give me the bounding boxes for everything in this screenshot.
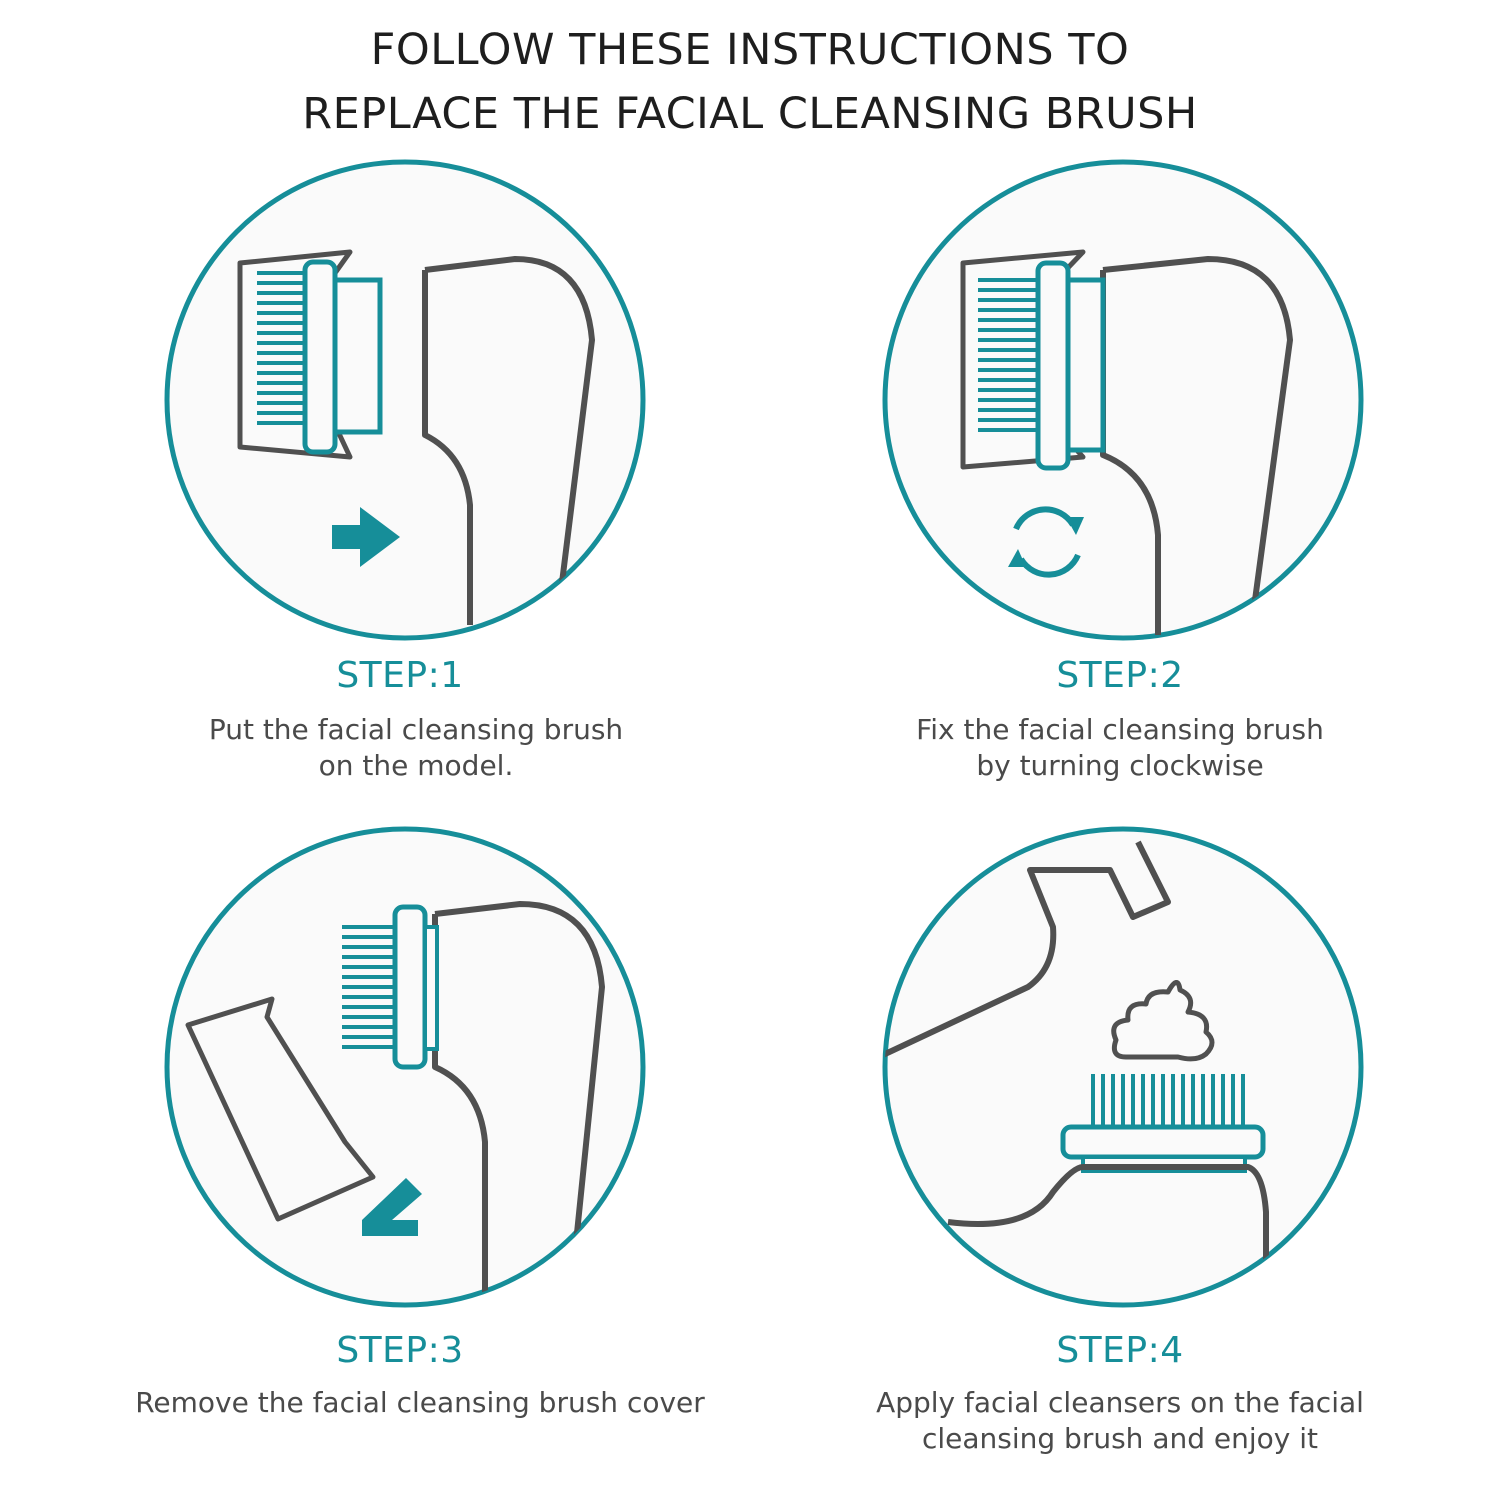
brush-bristles: [978, 278, 1038, 432]
step-1-desc-line-2: on the model.: [318, 749, 514, 782]
arrow-down-left-icon: [362, 1178, 422, 1236]
brush-cover: [185, 996, 376, 1222]
step-4-illustration: [878, 822, 1368, 1312]
device-body: [422, 256, 595, 625]
brush-bristles: [342, 925, 395, 1049]
step-2-description: Fix the facial cleansing brush by turnin…: [770, 712, 1470, 784]
step-2-label: STEP:2: [1056, 655, 1184, 696]
step-2-illustration: [878, 155, 1368, 645]
step-4-label: STEP:4: [1056, 1330, 1184, 1371]
arrow-right-icon: [332, 507, 400, 567]
device-body: [432, 901, 605, 1303]
brush-bristles: [257, 271, 305, 425]
step-2-desc-line-2: by turning clockwise: [976, 749, 1264, 782]
step-3-illustration: [160, 822, 650, 1312]
device-lower: [947, 1164, 1269, 1292]
step-3-desc-line-1: Remove the facial cleansing brush cover: [135, 1386, 705, 1419]
step-4-desc-line-1: Apply facial cleansers on the facial: [876, 1386, 1364, 1419]
device-body: [1100, 256, 1293, 635]
page-title: FOLLOW THESE INSTRUCTIONS TO REPLACE THE…: [0, 18, 1500, 146]
cleanser-foam-icon: [1111, 980, 1215, 1062]
step-2-desc-line-1: Fix the facial cleansing brush: [916, 713, 1324, 746]
step-3-description: Remove the facial cleansing brush cover: [70, 1385, 770, 1421]
step-4-description: Apply facial cleansers on the facial cle…: [770, 1385, 1470, 1457]
brush-bristles: [1091, 1074, 1245, 1127]
step-1-description: Put the facial cleansing brush on the mo…: [66, 712, 766, 784]
step-1-desc-line-1: Put the facial cleansing brush: [208, 713, 624, 746]
step-3-label: STEP:3: [336, 1330, 464, 1371]
step-1-label: STEP:1: [336, 655, 464, 696]
device-upper: [885, 840, 1171, 1065]
step-1-illustration: [160, 155, 650, 645]
title-line-2: REPLACE THE FACIAL CLEANSING BRUSH: [302, 89, 1198, 139]
title-line-1: FOLLOW THESE INSTRUCTIONS TO: [370, 25, 1130, 75]
step-4-desc-line-2: cleansing brush and enjoy it: [921, 1422, 1319, 1455]
